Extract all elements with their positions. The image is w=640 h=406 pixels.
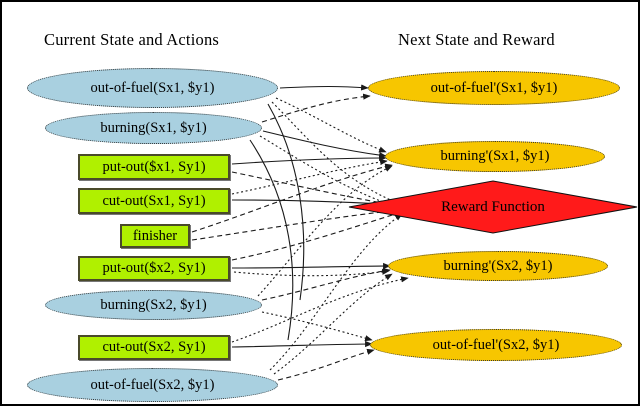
node-action-cut-out-sx2[interactable]: cut-out(Sx2, Sy1) — [78, 335, 230, 360]
edge-of2-to-nb2 — [273, 273, 393, 375]
edge-b2-to-nb1 — [257, 165, 393, 297]
node-state-out-of-fuel-sx2[interactable]: out-of-fuel(Sx2, $y1) — [27, 368, 278, 402]
edge-cross-lower — [249, 139, 294, 341]
node-action-put-out-x1[interactable]: put-out($x1, Sy1) — [78, 154, 230, 180]
edge-b1-to-nof1 — [261, 93, 371, 123]
node-action-put-out-x2[interactable]: put-out($x2, Sy1) — [78, 256, 230, 281]
edge-po1-to-nb1 — [231, 154, 387, 165]
edge-of2-to-nof2 — [277, 348, 375, 381]
edge-b2-to-nof2 — [261, 311, 373, 342]
node-state-burning-sx1[interactable]: burning(Sx1, $y1) — [45, 112, 262, 144]
edge-co2-to-nof2 — [231, 340, 373, 348]
edge-po2-to-nb2 — [231, 262, 391, 270]
column-title-next-state: Next State and Reward — [398, 30, 555, 49]
edge-of1-to-rf — [271, 101, 401, 205]
edge-of2-to-rf — [269, 213, 403, 371]
edge-co2-to-nb2 — [231, 276, 409, 343]
edge-co1-to-nb1 — [231, 158, 388, 195]
node-next-state-out-of-fuel-prime-sx2[interactable]: out-of-fuel'(Sx2, $y1) — [370, 329, 622, 361]
edge-b1-to-nb1 — [262, 130, 387, 159]
node-next-state-out-of-fuel-prime-sx1[interactable]: out-of-fuel'(Sx1, $y1) — [368, 71, 620, 105]
reward-diamond-shape — [348, 180, 638, 234]
edge-b2-to-nb2 — [261, 267, 391, 301]
node-reward-function[interactable]: Reward Function — [348, 180, 638, 234]
node-state-out-of-fuel-sx1[interactable]: out-of-fuel(Sx1, $y1) — [27, 68, 278, 108]
edge-of1-to-nb1 — [275, 97, 387, 153]
edge-fin-to-nb1 — [191, 163, 393, 233]
node-next-state-burning-prime-sx1[interactable]: burning'(Sx1, $y1) — [385, 141, 605, 172]
node-next-state-burning-prime-sx2[interactable]: burning'(Sx2, $y1) — [388, 251, 608, 281]
edge-po2-to-nb2-alt — [233, 268, 390, 277]
edge-po2-to-rf — [231, 211, 403, 261]
node-action-finisher[interactable]: finisher — [120, 224, 190, 248]
edge-cross-upper — [267, 103, 305, 301]
node-state-burning-sx2[interactable]: burning(Sx2, $y1) — [45, 290, 262, 320]
edge-po1-to-rf — [231, 171, 401, 208]
node-action-cut-out-sx1[interactable]: cut-out(Sx1, Sy1) — [78, 188, 230, 214]
column-title-current-state: Current State and Actions — [44, 30, 220, 49]
edge-of1-to-nof1 — [279, 84, 369, 91]
